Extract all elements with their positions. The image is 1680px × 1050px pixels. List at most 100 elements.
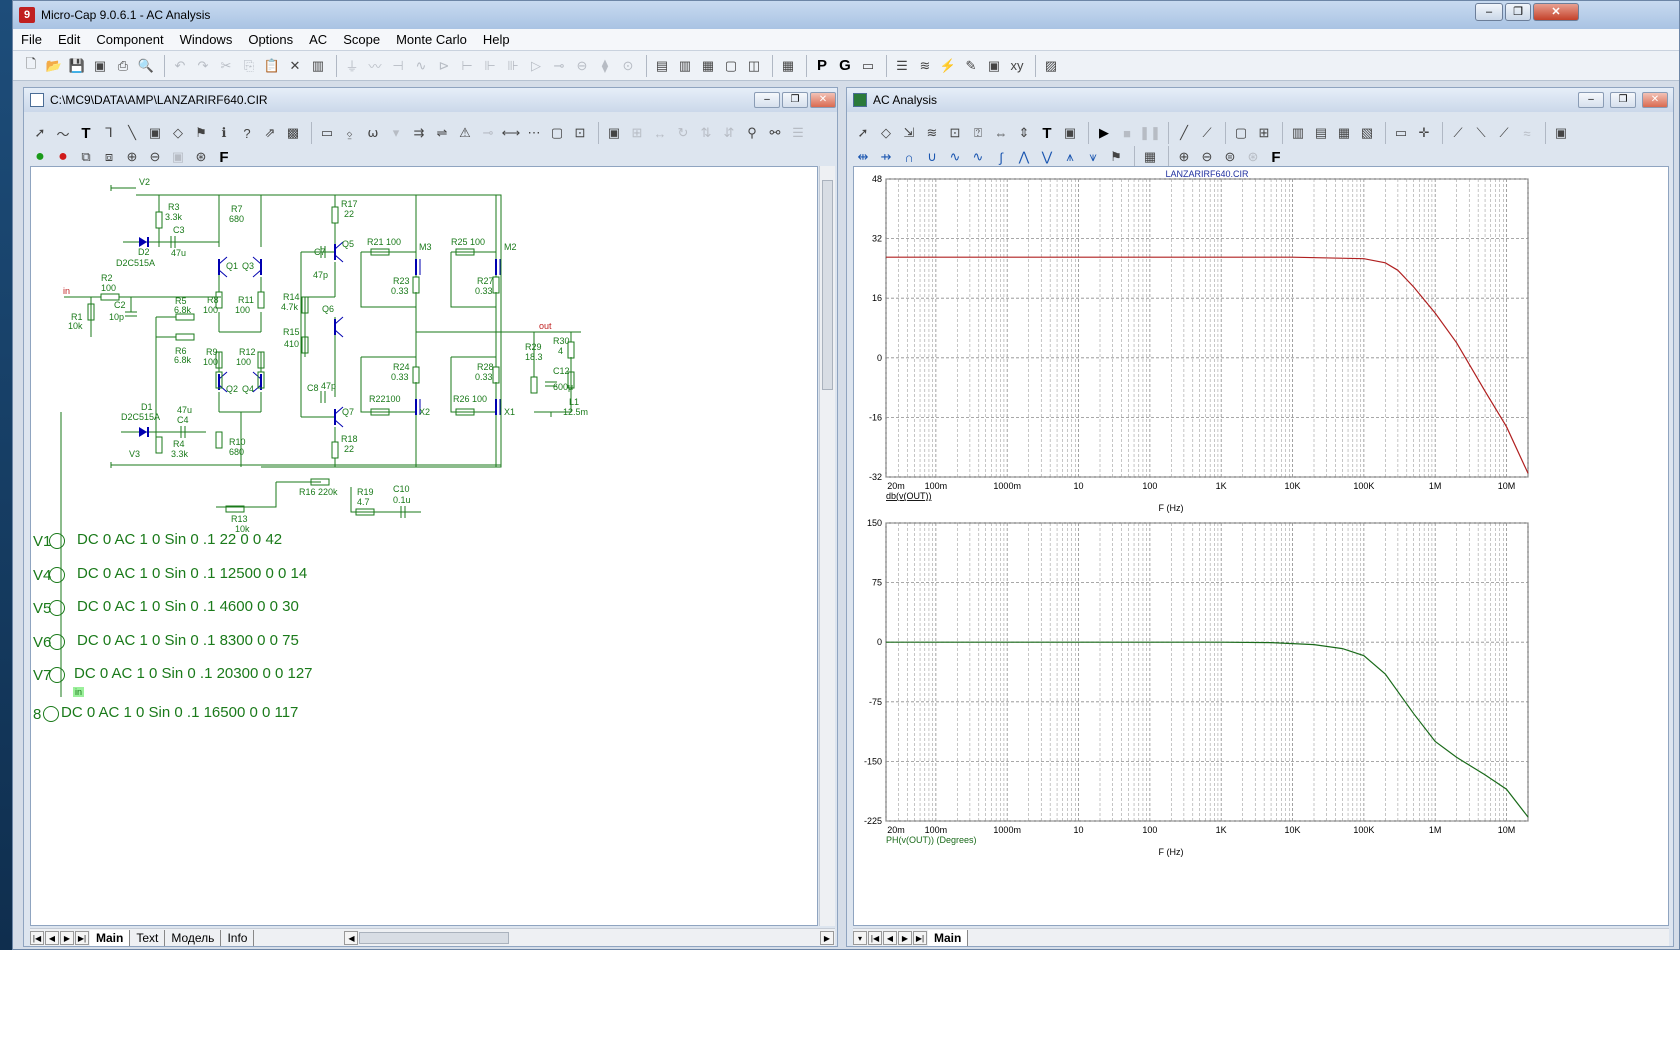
close-icon[interactable]: ✕ [1533, 3, 1579, 21]
transformer-icon[interactable]: ⧫ [601, 57, 609, 73]
run-analysis-icon[interactable]: ▶ [1099, 125, 1109, 140]
new-file-icon[interactable]: 🗋 [25, 55, 37, 71]
tokens-icon[interactable]: ▦ [1337, 125, 1351, 140]
step-icon[interactable]: ⇵ [723, 125, 735, 140]
select-arrow-icon[interactable]: ➚ [857, 125, 869, 140]
restore-icon[interactable]: ❐ [782, 92, 808, 108]
zoom-in-icon[interactable]: ⊕ [1178, 149, 1190, 164]
tab-model[interactable]: Модель [165, 929, 222, 946]
flip-icon[interactable]: ↔ [653, 125, 667, 141]
minimize-icon[interactable]: – [754, 92, 780, 108]
save-all-icon[interactable]: ▣ [93, 57, 107, 73]
analysis-limits-icon[interactable]: ▣ [1554, 125, 1568, 140]
menu-component[interactable]: Component [96, 31, 164, 47]
ruler-icon[interactable]: ▭ [1394, 125, 1408, 140]
voltage-icon[interactable]: ▾ [392, 125, 400, 140]
close-icon[interactable]: ✕ [1642, 92, 1668, 108]
menu-edit[interactable]: Edit [57, 31, 81, 47]
ground-icon[interactable]: ⏚ [345, 59, 359, 74]
axis-icon[interactable]: ▢ [1234, 125, 1248, 140]
resistor-icon[interactable]: 〰 [368, 59, 382, 74]
menu-scope[interactable]: Scope [343, 31, 381, 47]
menu-monte-carlo[interactable]: Monte Carlo [396, 31, 467, 47]
high-cursor-icon[interactable]: ∿ [949, 149, 961, 164]
global-low-icon[interactable]: ⋁ [1041, 149, 1053, 164]
component-library-icon[interactable]: ▥ [311, 57, 325, 73]
tab-next-icon[interactable]: ▶ [898, 930, 912, 945]
select-arrow-icon[interactable]: ➚ [34, 125, 46, 140]
current-icon[interactable]: ⇉ [413, 125, 425, 140]
zoom-out-icon[interactable]: ⊖ [1201, 149, 1213, 164]
tab-next-icon[interactable]: ▶ [60, 930, 74, 945]
graphics-icon[interactable]: ▣ [148, 125, 162, 140]
minor-grid-icon[interactable]: ▥ [1291, 125, 1305, 140]
restore-icon[interactable]: ❐ [1505, 3, 1531, 21]
tab-dropdown-icon[interactable]: ▾ [853, 930, 867, 945]
wire-mode-icon[interactable]: 〜 [56, 126, 70, 142]
point-tag-icon[interactable]: ⍰ [974, 125, 982, 140]
rotate-icon[interactable]: ↻ [677, 125, 689, 140]
help-icon[interactable]: ▨ [1044, 57, 1058, 73]
tag-icon[interactable]: ⊡ [949, 125, 961, 140]
f-icon[interactable]: F [1271, 148, 1281, 166]
in-node-tag[interactable]: in [73, 687, 85, 697]
copy-icon[interactable]: ⎘ [243, 57, 255, 73]
zoom-area-icon[interactable]: ⊜ [1224, 149, 1236, 164]
component-icon[interactable]: ▩ [286, 125, 300, 140]
point-tag-icon[interactable]: ⚑ [1110, 149, 1122, 164]
source-icon[interactable]: ⊖ [576, 57, 588, 73]
help-pointer-icon[interactable]: ? [243, 125, 251, 141]
pause-analysis-icon[interactable]: ❚❚ [1139, 125, 1161, 140]
tab-first-icon[interactable]: |◀ [30, 930, 44, 945]
high-icon[interactable]: ≈ [1523, 125, 1531, 141]
cut-icon[interactable]: ✂ [220, 57, 232, 73]
line-icon[interactable]: ╱ [1180, 125, 1188, 140]
switch-icon[interactable]: ⊸ [553, 57, 565, 73]
delete-icon[interactable]: ✕ [289, 57, 301, 73]
hscroll-thumb[interactable] [359, 931, 510, 944]
menu-help[interactable]: Help [482, 31, 510, 47]
text-box-icon[interactable]: ▭ [320, 125, 334, 140]
low-cursor-icon[interactable]: ∿ [972, 149, 984, 164]
pnp-icon[interactable]: ⊪ [507, 57, 519, 73]
wire-icon[interactable]: ⟷ [501, 125, 521, 140]
undo-icon[interactable]: ↶ [174, 57, 186, 73]
split-window-icon[interactable]: ◫ [747, 57, 761, 73]
g-icon[interactable]: G [839, 57, 851, 74]
notes-icon[interactable]: ☰ [792, 125, 804, 140]
shapes-icon[interactable]: ◇ [881, 125, 891, 140]
pen-icon[interactable]: ✎ [965, 57, 977, 73]
shapes-icon[interactable]: ◇ [173, 125, 183, 140]
capacitor-icon[interactable]: ⊣ [392, 57, 404, 73]
menu-options[interactable]: Options [248, 31, 294, 47]
save-icon[interactable]: 💾 [68, 57, 86, 73]
cascade-icon[interactable]: ▤ [655, 57, 669, 73]
diode-icon[interactable]: ⊳ [438, 57, 450, 73]
table-icon[interactable]: ▦ [1143, 149, 1157, 164]
find-icon[interactable]: ⚲ [747, 125, 757, 140]
inductor-icon[interactable]: ∿ [415, 57, 427, 73]
vertical-tag-icon[interactable]: ⇕ [1018, 125, 1030, 140]
valley-icon[interactable]: ⟍ [1476, 125, 1486, 140]
tile-horizontal-icon[interactable]: ▦ [701, 57, 715, 73]
scrollbar-thumb[interactable] [822, 180, 833, 390]
title-icon[interactable]: ⊡ [574, 125, 586, 140]
tile-vertical-icon[interactable]: ▥ [678, 57, 692, 73]
global-high-icon[interactable]: ⋀ [1018, 149, 1030, 164]
minimize-icon[interactable]: – [1475, 3, 1503, 21]
p-icon[interactable]: P [816, 57, 827, 74]
window-icon[interactable]: ▢ [724, 57, 738, 73]
major-grid-icon[interactable]: ▤ [1314, 125, 1328, 140]
tab-last-icon[interactable]: ▶| [75, 930, 89, 945]
zoom-out-icon[interactable]: ⊖ [149, 149, 161, 164]
tab-main[interactable]: Main [90, 929, 131, 946]
line-data-icon[interactable]: ⟋ [1202, 125, 1212, 140]
info-icon[interactable]: ℹ [221, 125, 227, 140]
binoculars-icon[interactable]: ⚯ [769, 125, 781, 140]
orthogonal-wire-icon[interactable]: ⅂ [105, 125, 113, 140]
text-mode-icon[interactable]: T [81, 124, 91, 142]
lamp-icon[interactable]: ⊙ [622, 57, 634, 73]
grid-icon[interactable]: ⊞ [1258, 125, 1270, 140]
print-preview-icon[interactable]: 🔍 [137, 57, 155, 73]
